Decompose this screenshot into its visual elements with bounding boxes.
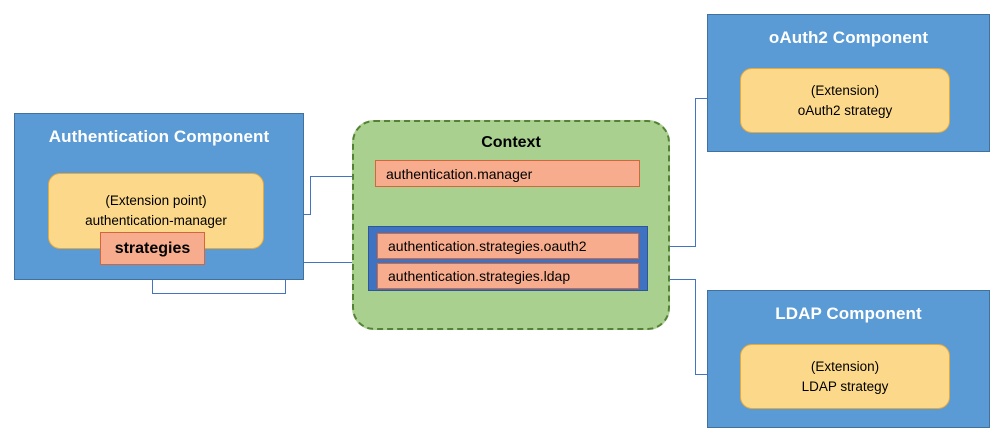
connector-strategies-segment-h1 (152, 293, 286, 294)
context-title: Context (481, 134, 541, 151)
extension-kind: (Extension) (810, 82, 880, 98)
context-entry-label: authentication.manager (386, 165, 533, 182)
extension-point-kind: (Extension point) (105, 193, 207, 209)
extension-name: oAuth2 strategy (797, 102, 893, 118)
ldap-component-title: LDAP Component (775, 304, 922, 323)
context-container[interactable]: Context (352, 120, 670, 330)
connector-strategies-segment-h2 (285, 262, 361, 263)
connector-ldap-segment-h1 (645, 279, 696, 280)
oauth2-component-title: oAuth2 Component (768, 28, 929, 47)
authentication-component-title: Authentication Component (48, 127, 270, 146)
context-entry-strategies-oauth2[interactable]: authentication.strategies.oauth2 (377, 233, 639, 259)
oauth2-strategy-extension[interactable]: (Extension) oAuth2 strategy (740, 68, 950, 133)
connector-oauth2-segment-h1 (645, 246, 696, 247)
context-entry-label: authentication.strategies.oauth2 (388, 238, 587, 254)
context-entry-strategies-ldap[interactable]: authentication.strategies.ldap (377, 263, 639, 289)
context-entry-authentication-manager[interactable]: authentication.manager (375, 160, 640, 187)
connector-manager-segment-v (310, 176, 311, 215)
strategies-box[interactable]: strategies (100, 232, 205, 265)
extension-point-name: authentication-manager (85, 213, 227, 228)
strategies-label: strategies (114, 239, 191, 257)
connector-oauth2-segment-v (695, 98, 696, 247)
ldap-strategy-extension[interactable]: (Extension) LDAP strategy (740, 344, 950, 409)
connector-ldap-segment-v (695, 279, 696, 374)
connector-manager-segment-h2 (310, 176, 360, 177)
extension-name: LDAP strategy (801, 378, 889, 394)
context-entry-label: authentication.strategies.ldap (388, 268, 571, 284)
extension-kind: (Extension) (810, 358, 880, 374)
